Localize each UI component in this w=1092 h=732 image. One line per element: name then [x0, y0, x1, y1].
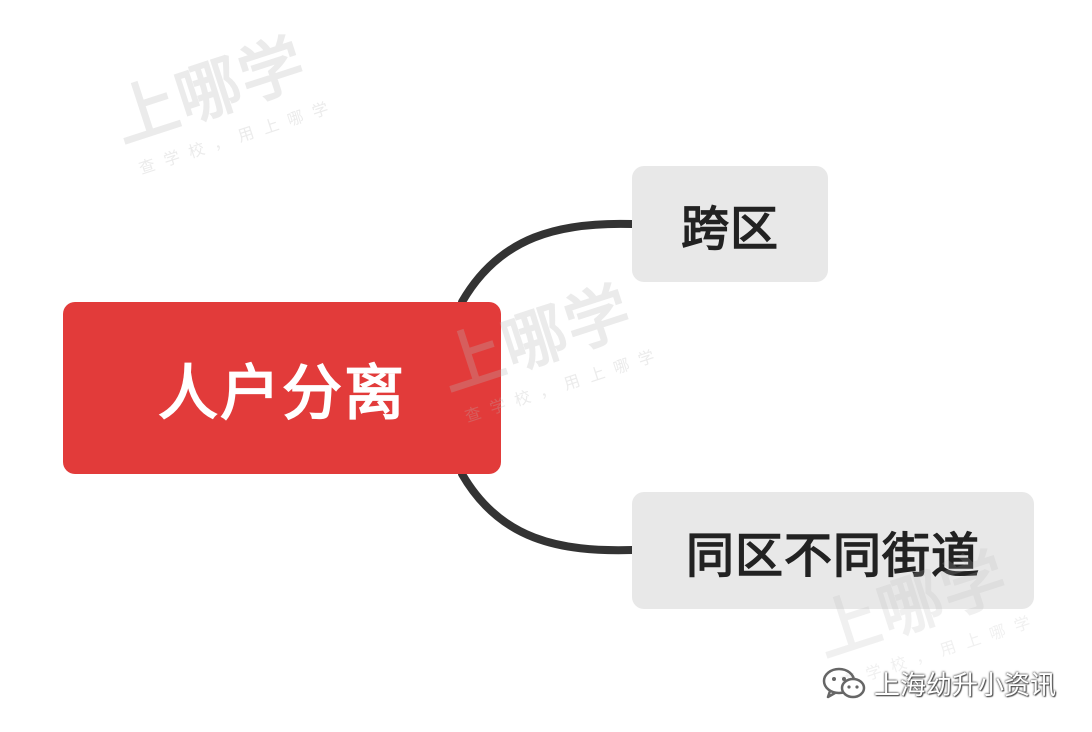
- child-node-label: 同区不同街道: [685, 527, 980, 584]
- source-credit-text: 上海幼升小资讯: [873, 671, 1056, 701]
- mindmap-child-node-cross-district[interactable]: 跨区: [632, 166, 828, 282]
- connector-root-to-child-2: [458, 470, 636, 555]
- mindmap-root-node[interactable]: 人户分离: [63, 302, 501, 474]
- child-node-label: 跨区: [680, 201, 779, 257]
- mindmap-child-node-same-district[interactable]: 同区不同街道: [632, 492, 1034, 609]
- source-credit: 上海幼升小资讯: [822, 665, 1056, 702]
- wechat-icon: [822, 667, 866, 698]
- root-node-label: 人户分离: [158, 358, 406, 429]
- connector-root-to-child-1: [458, 219, 636, 306]
